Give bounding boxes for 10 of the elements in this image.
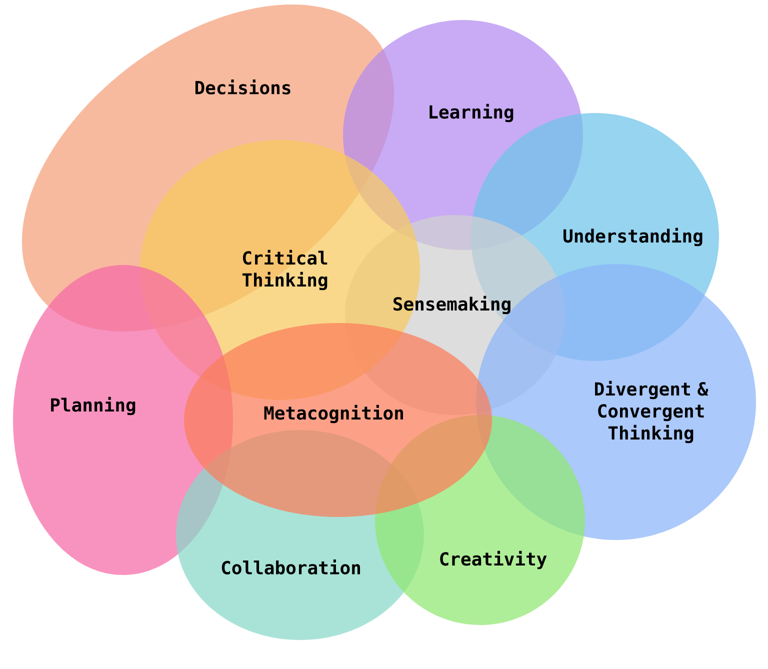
region-label: Decisions bbox=[195, 80, 290, 94]
region-label: Divergent & Convergent Thinking bbox=[595, 380, 708, 444]
region-label: Planning bbox=[51, 396, 136, 416]
region-label: Sensemaking bbox=[394, 296, 510, 314]
region-label: Learning bbox=[430, 104, 514, 122]
region-label: Critical Thinking bbox=[242, 250, 328, 290]
region-label: Understanding bbox=[564, 228, 702, 246]
region-label: Collaboration bbox=[222, 560, 360, 574]
region-label: Metacognition bbox=[264, 404, 403, 424]
region-label: Creativity bbox=[440, 550, 547, 570]
